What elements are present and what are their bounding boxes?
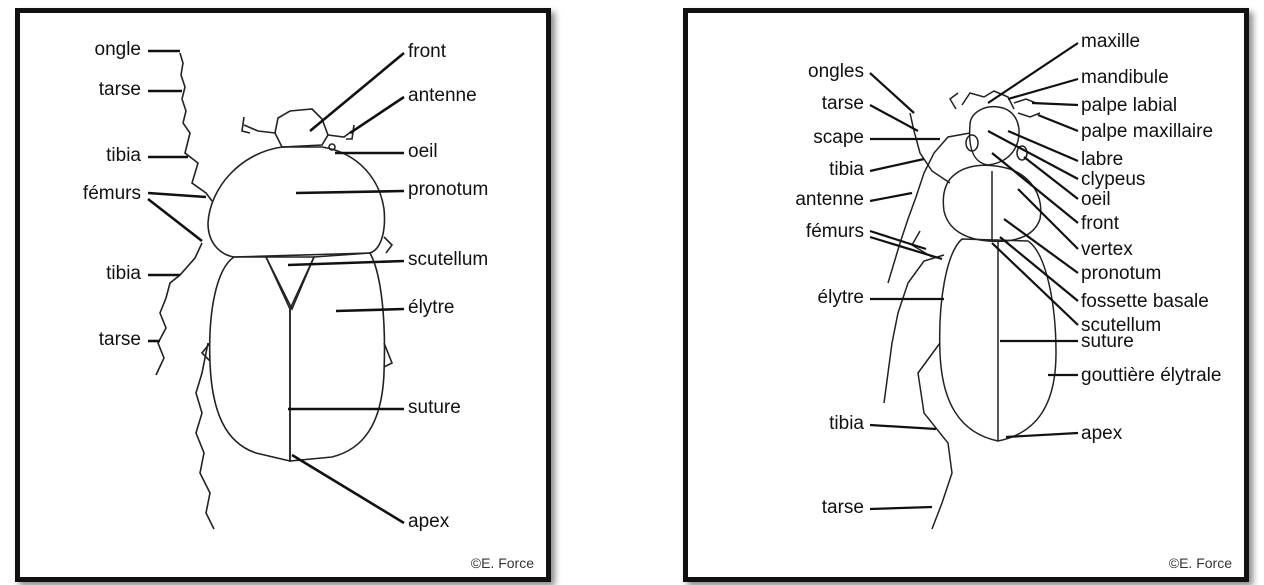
front-tarse [179,52,187,124]
label-apex: apex [408,511,450,532]
label-tarse-top: tarse [98,79,141,100]
left-leader-lines [147,49,405,525]
label-antenne: antenne [795,189,864,210]
middle-leg [195,342,215,530]
scarab-beetle-illustration [147,49,405,530]
antenna [887,132,971,284]
maxilla-left [949,92,959,110]
label-scutellum: scutellum [408,249,489,270]
label-ongle: ongle [94,39,142,60]
head [274,108,329,148]
credit-right: ©E. Force [1168,555,1232,571]
left-diagram-panel: ongle tarse tibia fémurs tibia tarse fro… [15,8,551,582]
head [968,105,1020,166]
label-suture: suture [408,397,461,418]
label-ongles: ongles [808,61,864,82]
label-vertex: vertex [1081,239,1133,260]
antenna-left [241,116,276,134]
label-tibia-top: tibia [829,159,864,180]
label-femurs: fémurs [82,183,141,204]
label-tarse-bottom: tarse [98,329,141,350]
elytron-right [289,252,386,462]
label-tarse-bottom: tarse [821,497,864,518]
label-elytre: élytre [408,297,455,318]
label-mandibule: mandibule [1081,67,1169,88]
label-suture: suture [1081,331,1134,352]
right-diagram-panel: ongles tarse scape tibia antenne fémurs … [683,8,1249,582]
label-labre: labre [1081,149,1124,170]
right-leader-lines [869,42,1079,511]
ground-beetle-illustration [869,42,1079,530]
elytron-left [208,256,291,463]
label-oeil: oeil [1081,189,1111,210]
label-clypeus: clypeus [1081,169,1146,190]
hind-leg [155,242,203,376]
label-maxille: maxille [1081,31,1141,52]
label-fossette-basale: fossette basale [1081,291,1209,312]
label-front: front [408,41,447,62]
label-tibia-bottom: tibia [829,413,864,434]
label-tibia-top: tibia [106,145,141,166]
credit-left: ©E. Force [470,555,534,571]
label-palpe-labial: palpe labial [1081,95,1178,116]
hind-leg [917,342,953,530]
label-antenne: antenne [408,85,477,106]
label-front: front [1081,213,1120,234]
mandibles [961,90,1015,110]
palp-right [1013,98,1041,118]
scutellum [264,256,316,311]
label-scutellum: scutellum [1081,315,1162,336]
label-gouttiere-elytrale: gouttière élytrale [1081,365,1222,386]
label-elytre: élytre [817,287,864,308]
label-apex: apex [1081,423,1123,444]
label-palpe-maxillaire: palpe maxillaire [1081,121,1214,142]
front-tibia [182,122,213,202]
label-pronotum: pronotum [1081,263,1162,284]
label-tarse-top: tarse [821,93,864,114]
label-scape: scape [813,127,864,148]
middle-leg [883,254,945,404]
front-leg [909,112,951,184]
pronotum [207,146,386,258]
label-oeil: oeil [408,141,438,162]
label-pronotum: pronotum [408,179,489,200]
label-tibia-bottom: tibia [106,263,141,284]
label-femurs: fémurs [805,221,864,242]
